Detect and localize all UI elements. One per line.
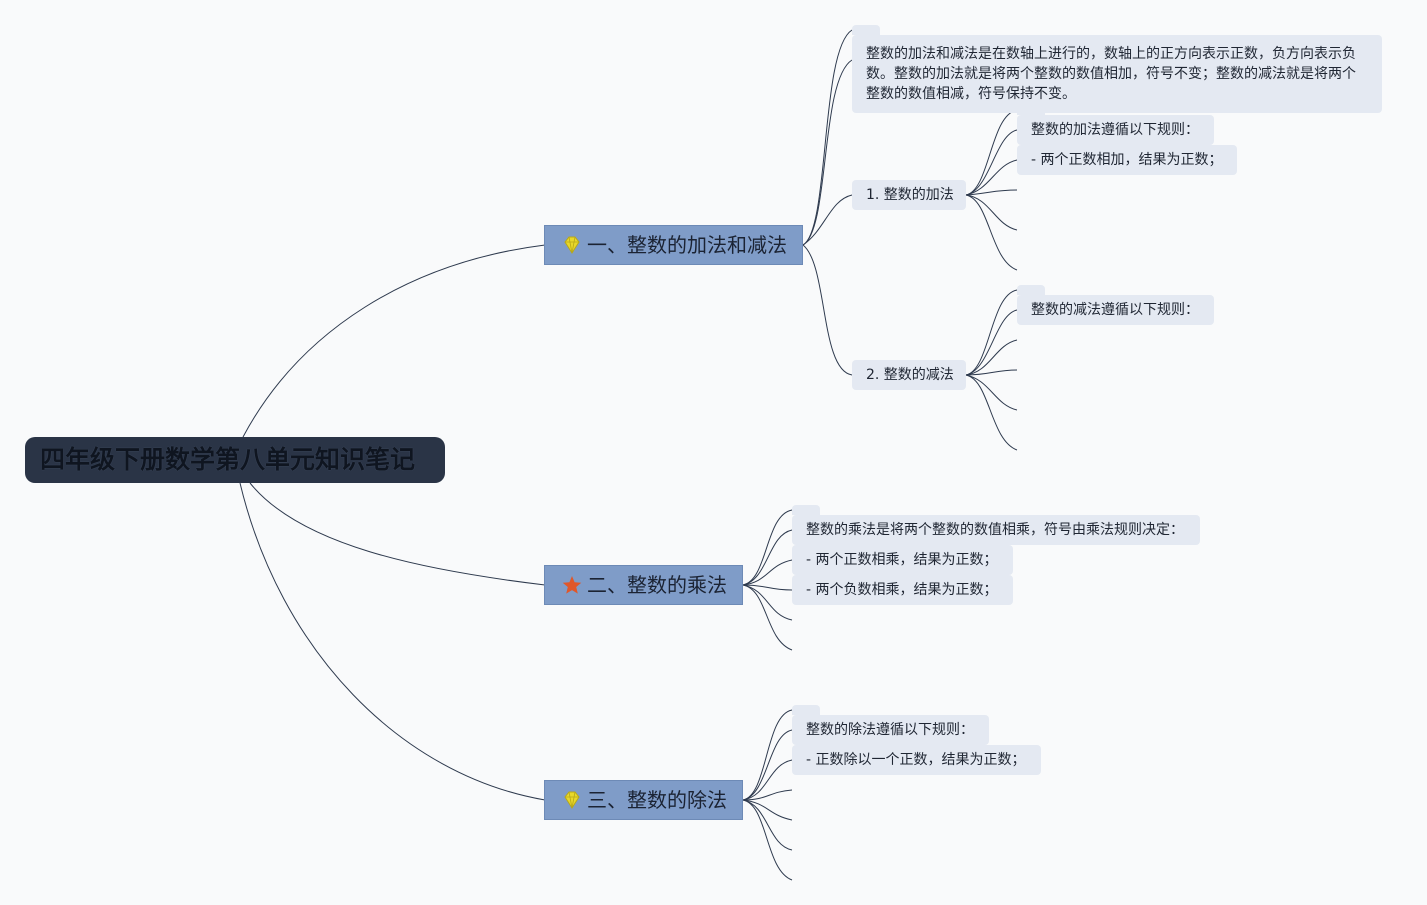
sub-topic-addition[interactable]: 1. 整数的加法 xyxy=(852,180,966,210)
intro-note[interactable]: 整数的加法和减法是在数轴上进行的，数轴上的正方向表示正数，负方向表示负数。整数的… xyxy=(852,35,1382,113)
list-item[interactable]: - 两个正数相乘，结果为正数； xyxy=(792,545,1013,575)
connector-b1-sub1 xyxy=(802,194,853,246)
branch-title: 一、整数的加法和减法 xyxy=(587,233,787,257)
list-item[interactable]: 整数的减法遵循以下规则： xyxy=(1017,295,1214,325)
sub-topic-subtraction[interactable]: 2. 整数的减法 xyxy=(852,360,966,390)
list-item[interactable]: 整数的除法遵循以下规则： xyxy=(792,715,989,745)
diamond-icon xyxy=(561,234,583,256)
branch-multiplication[interactable]: 二、整数的乘法 xyxy=(544,565,743,605)
list-item[interactable]: - 正数除以一个正数，结果为正数； xyxy=(792,745,1041,775)
connector-root-branch-2 xyxy=(249,482,546,586)
branch-title: 三、整数的除法 xyxy=(587,788,727,812)
connector-root-branch-3 xyxy=(239,482,546,801)
star-icon xyxy=(561,574,583,596)
root-topic[interactable]: 四年级下册数学第八单元知识笔记 xyxy=(25,437,445,483)
branch-division[interactable]: 三、整数的除法 xyxy=(544,780,743,820)
list-item[interactable]: 整数的加法遵循以下规则： xyxy=(1017,115,1214,145)
list-item[interactable]: - 两个负数相乘，结果为正数； xyxy=(792,575,1013,605)
branch-title: 二、整数的乘法 xyxy=(587,573,727,597)
branch-addition-subtraction[interactable]: 一、整数的加法和减法 xyxy=(544,225,803,265)
connector-b1-sub2 xyxy=(802,244,853,376)
list-item[interactable]: 整数的乘法是将两个整数的数值相乘，符号由乘法规则决定： xyxy=(792,515,1200,545)
connector-root-branch-1 xyxy=(242,244,546,438)
list-item[interactable]: - 两个正数相加，结果为正数； xyxy=(1017,145,1237,175)
diamond-icon xyxy=(561,789,583,811)
